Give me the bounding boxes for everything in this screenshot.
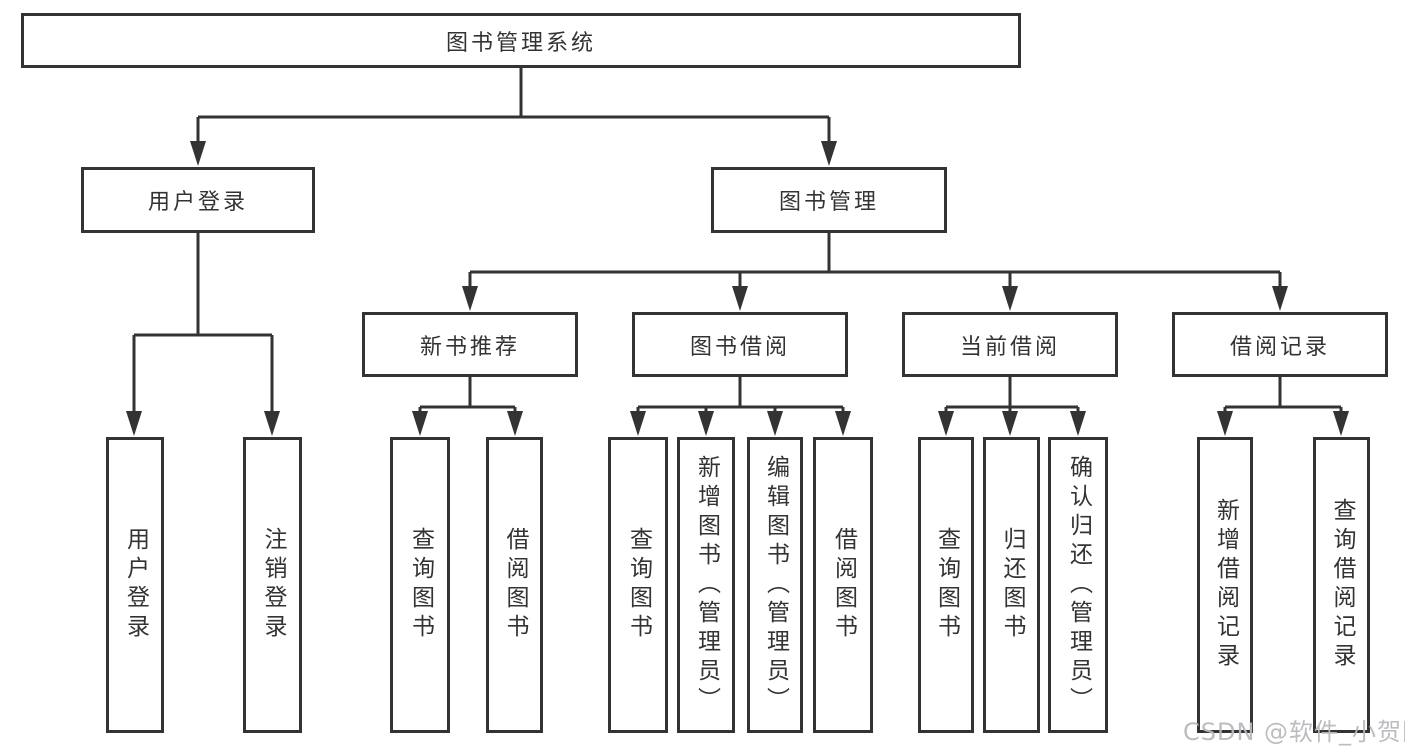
leaf-edit-book-admin: 编辑图书（管理员）: [747, 437, 803, 733]
leaf-return-book: 归还图书: [983, 437, 1040, 733]
leaf-logout: 注销登录: [243, 437, 302, 733]
arrowheads: [126, 141, 1349, 436]
leaf-borrow-book-recommend: 借阅图书: [486, 437, 543, 733]
leaf-add-book-admin: 新增图书（管理员）: [677, 437, 735, 733]
leaf-borrow-book: 借阅图书: [813, 437, 873, 733]
leaf-user-login: 用户登录: [106, 437, 164, 733]
leaf-query-borrow-record: 查询借阅记录: [1313, 437, 1370, 733]
node-book-borrow: 图书借阅: [632, 312, 848, 377]
leaf-confirm-return-admin: 确认归还（管理员）: [1048, 437, 1108, 733]
node-root-system: 图书管理系统: [21, 13, 1021, 68]
node-user-login: 用户登录: [81, 167, 315, 233]
leaf-query-book-recommend: 查询图书: [390, 437, 450, 733]
leaf-query-book-borrow: 查询图书: [608, 437, 668, 733]
node-new-book-recommend: 新书推荐: [362, 312, 578, 377]
node-current-borrow: 当前借阅: [902, 312, 1118, 377]
leaf-add-borrow-record: 新增借阅记录: [1197, 437, 1253, 733]
node-book-management: 图书管理: [711, 167, 947, 233]
node-borrow-record: 借阅记录: [1172, 312, 1388, 377]
leaf-query-book-current: 查询图书: [918, 437, 974, 733]
watermark: CSDN @软件_小贺同学: [1183, 718, 1405, 746]
